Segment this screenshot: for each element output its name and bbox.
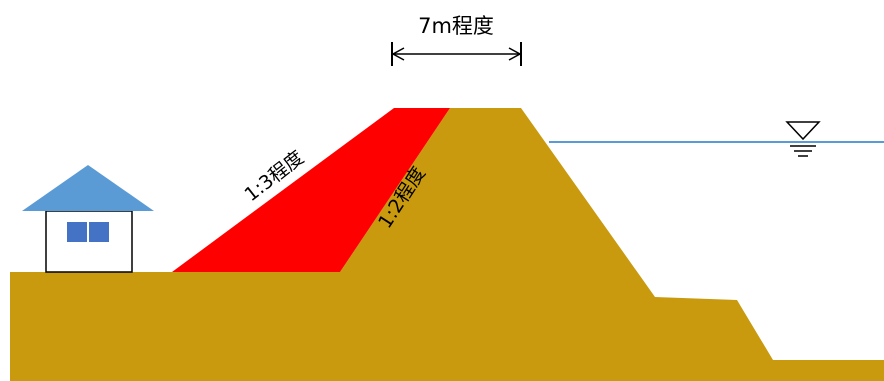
- house-icon: [22, 165, 154, 273]
- crest-width-dimension: [391, 42, 522, 66]
- levee-embankment: [10, 108, 884, 381]
- water-level-icon: [785, 121, 821, 157]
- levee-widening-section: [172, 108, 450, 272]
- crest-width-label: 7m程度: [418, 14, 494, 38]
